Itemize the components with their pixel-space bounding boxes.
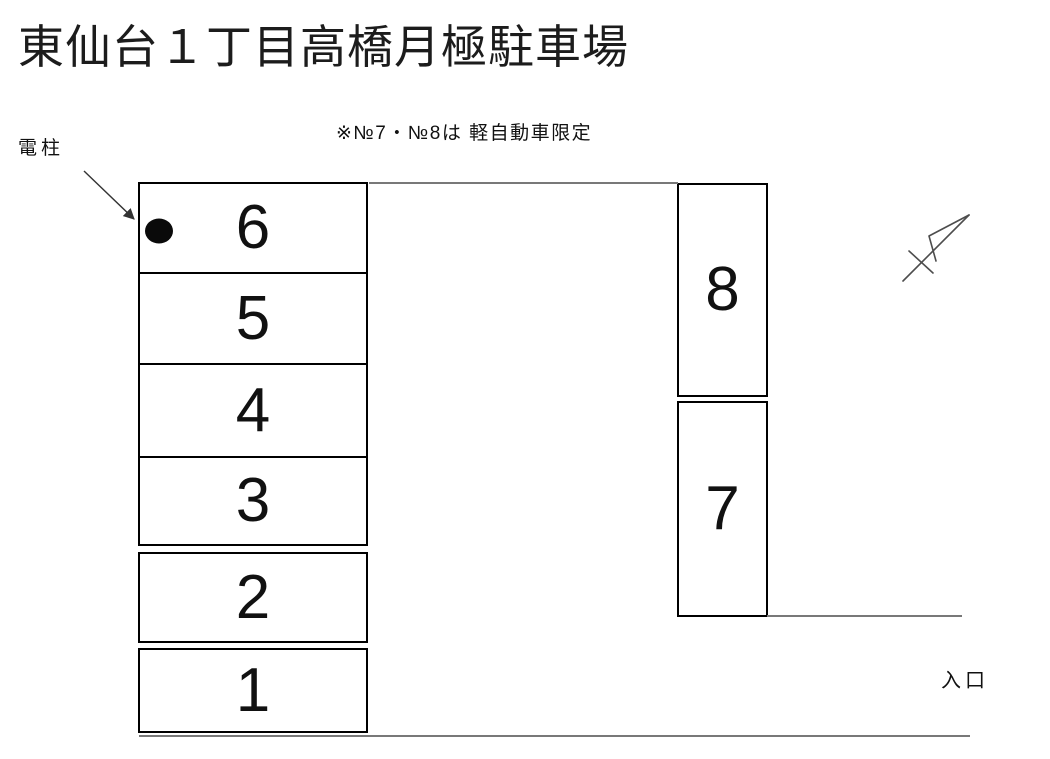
kei-car-note: ※№7・№8は 軽自動車限定 bbox=[336, 123, 593, 144]
space-number: 2 bbox=[235, 562, 271, 632]
parking-space-6: 6 bbox=[138, 182, 368, 274]
parking-space-1: 1 bbox=[138, 648, 368, 733]
entrance-label: 入口 bbox=[941, 670, 989, 692]
space-number: 8 bbox=[705, 255, 740, 324]
page-title: 東仙台１丁目高橋月極駐車場 bbox=[18, 21, 629, 73]
space-number: 3 bbox=[235, 466, 271, 535]
space-number: 1 bbox=[235, 655, 271, 725]
parking-space-2: 2 bbox=[138, 552, 368, 643]
parking-space-3: 3 bbox=[138, 456, 368, 546]
space-number: 6 bbox=[235, 193, 271, 262]
north-arrow-icon bbox=[902, 214, 970, 282]
space-number: 5 bbox=[235, 283, 271, 353]
parking-space-4: 4 bbox=[138, 363, 368, 458]
space-number: 4 bbox=[235, 375, 271, 445]
parking-space-5: 5 bbox=[138, 272, 368, 365]
parking-space-8: 8 bbox=[677, 183, 768, 397]
parking-space-7: 7 bbox=[677, 401, 768, 617]
space-number: 7 bbox=[705, 474, 740, 543]
utility-pole-arrow bbox=[83, 170, 135, 220]
utility-pole-label: 電柱 bbox=[18, 138, 65, 159]
